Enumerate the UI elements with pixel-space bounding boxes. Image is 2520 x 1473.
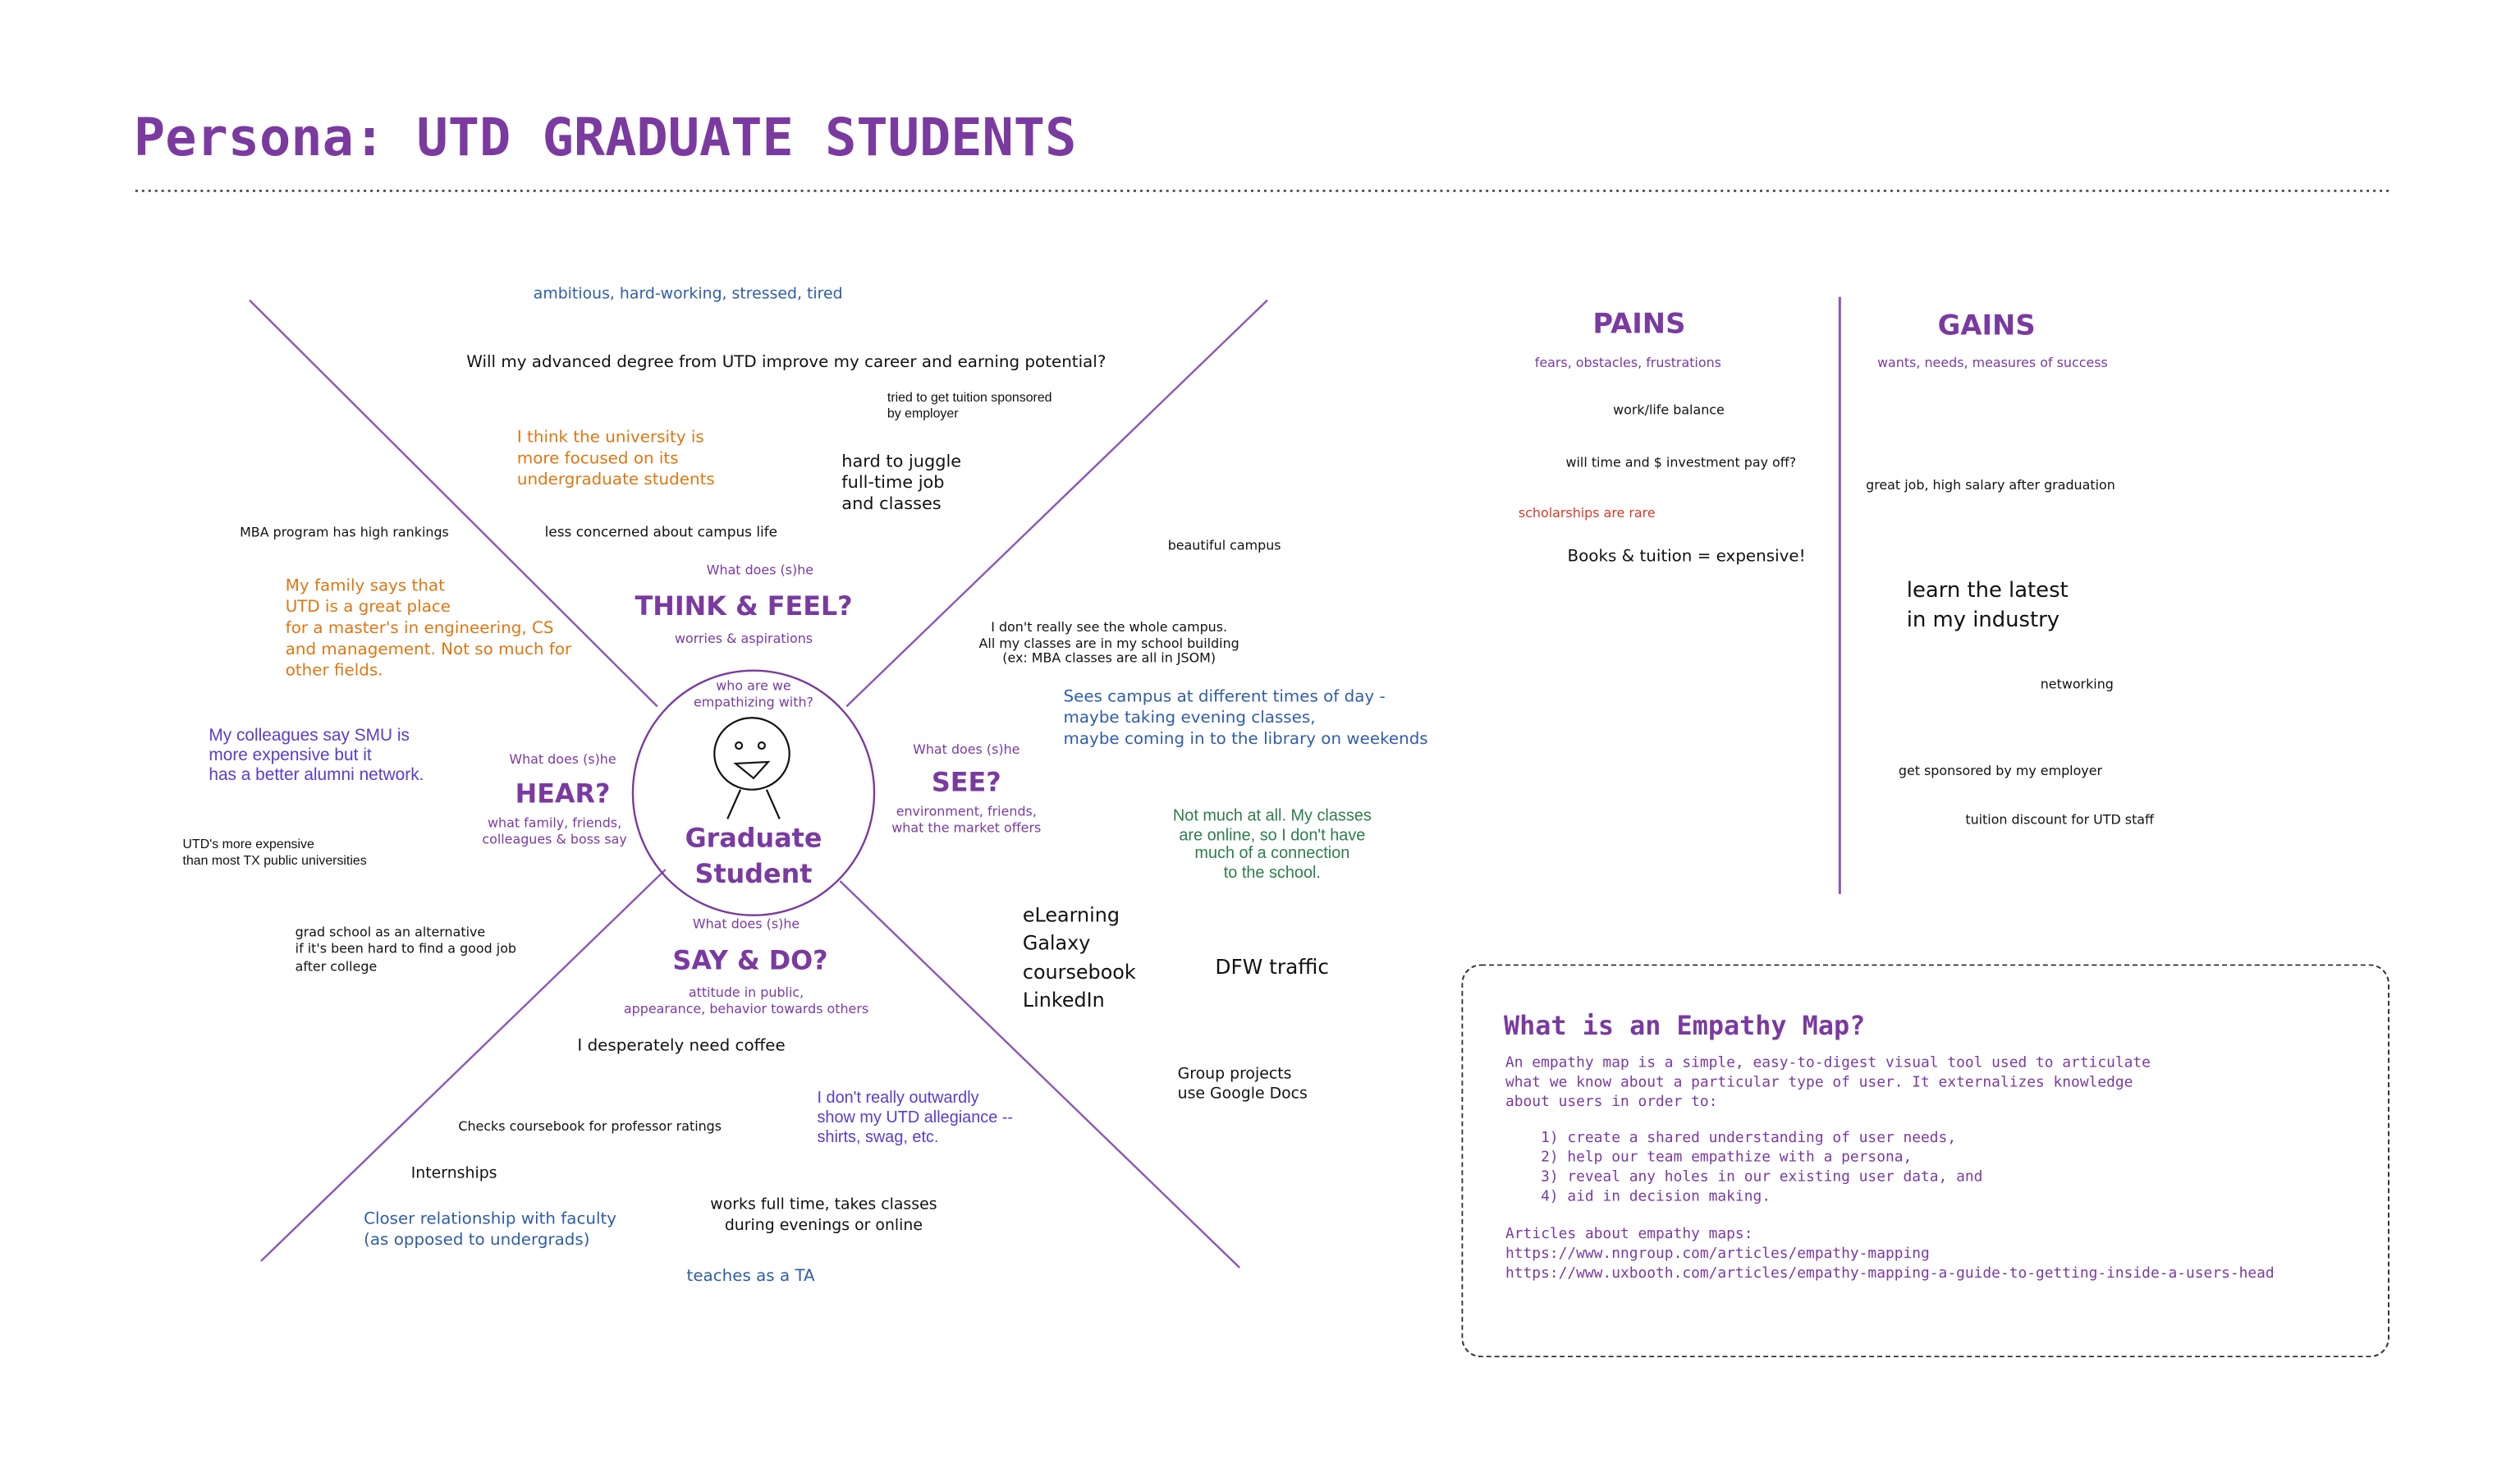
think-subtitle: worries & aspirations (675, 631, 813, 646)
divider-bottom-left (260, 869, 667, 1262)
note: Not much at all. My classes are online, … (1172, 807, 1372, 882)
center-label: Graduate Student (685, 822, 822, 890)
info-title: What is an Empathy Map? (1504, 1009, 1866, 1041)
gains-item: learn the latest in my industry (1906, 579, 2069, 634)
see-question: What does (s)he (913, 742, 1020, 757)
note: Sees campus at different times of day - … (1063, 688, 1428, 750)
note: I think the university is more focused o… (516, 429, 715, 490)
note: Group projects use Google Docs (1177, 1065, 1308, 1104)
pains-item: will time and $ investment pay off? (1565, 455, 1797, 470)
note: hard to juggle full-time job and classes (841, 452, 962, 515)
info-list: 1) create a shared understanding of user… (1541, 1130, 1983, 1207)
say-title: SAY & DO? (672, 944, 828, 976)
see-title: SEE? (931, 766, 1001, 798)
pains-subtitle: fears, obstacles, frustrations (1534, 356, 1721, 371)
note: Internships (410, 1164, 497, 1183)
center-circle (631, 669, 876, 916)
think-question: What does (s)he (706, 562, 814, 578)
note: I don't really see the whole campus. All… (978, 620, 1239, 667)
page-title: Persona: UTD GRADUATE STUDENTS (133, 106, 1077, 168)
think-title: THINK & FEEL? (635, 590, 853, 622)
note: tried to get tuition sponsored by employ… (887, 389, 1052, 420)
info-link-nngroup[interactable]: https://www.nngroup.com/articles/empathy… (1505, 1246, 1930, 1263)
hear-question: What does (s)he (509, 752, 616, 767)
note: teaches as a TA (686, 1267, 815, 1286)
note: grad school as an alternative if it's be… (295, 925, 517, 974)
empathy-map-info-box (1461, 964, 2389, 1358)
note: My colleagues say SMU is more expensive … (208, 726, 424, 785)
say-subtitle: attitude in public, appearance, behavior… (623, 985, 869, 1016)
note: Checks coursebook for professor ratings (458, 1119, 722, 1134)
note: works full time, takes classes during ev… (710, 1195, 937, 1235)
see-subtitle: environment, friends, what the market of… (891, 804, 1042, 836)
note: DFW traffic (1215, 954, 1330, 980)
gains-item: networking (2040, 677, 2114, 692)
note: UTD's more expensive than most TX public… (182, 837, 367, 868)
note: Closer relationship with faculty (as opp… (364, 1210, 617, 1250)
stick-figure-icon (713, 717, 790, 819)
say-question: What does (s)he (692, 916, 800, 932)
note: ambitious, hard-working, stressed, tired (533, 285, 843, 304)
pains-item: work/life balance (1613, 402, 1725, 418)
pains-item: scholarships are rare (1518, 505, 1656, 521)
note: I don't really outwardly show my UTD all… (817, 1090, 1014, 1147)
divider-bottom-right (839, 880, 1240, 1269)
info-intro: An empathy map is a simple, easy-to-dige… (1505, 1055, 2151, 1112)
divider-top-left (249, 299, 658, 708)
hear-subtitle: what family, friends, colleagues & boss … (482, 815, 627, 847)
gains-item: tuition discount for UTD staff (1965, 812, 2155, 828)
note: eLearning Galaxy coursebook LinkedIn (1022, 903, 1136, 1012)
info-articles-label: Articles about empathy maps: (1505, 1227, 1753, 1244)
pains-title: PAINS (1592, 308, 1686, 342)
hear-title: HEAR? (515, 778, 611, 810)
gains-title: GAINS (1937, 310, 2036, 343)
pains-item: Books & tuition = expensive! (1567, 548, 1806, 567)
gains-item: get sponsored by my employer (1898, 763, 2103, 778)
note: I desperately need coffee (577, 1037, 786, 1056)
info-link-uxbooth[interactable]: https://www.uxbooth.com/articles/empathy… (1505, 1265, 2275, 1283)
gains-item: great job, high salary after graduation (1866, 478, 2115, 493)
center-prompt: who are we empathizing with? (694, 678, 813, 710)
note: MBA program has high rankings (240, 525, 449, 540)
divider-top-right (845, 299, 1268, 708)
note: less concerned about campus life (544, 525, 778, 542)
note: My family says that UTD is a great place… (285, 577, 572, 681)
note: Will my advanced degree from UTD improve… (466, 354, 1107, 373)
note: beautiful campus (1167, 538, 1281, 553)
gains-subtitle: wants, needs, measures of success (1877, 356, 2108, 371)
